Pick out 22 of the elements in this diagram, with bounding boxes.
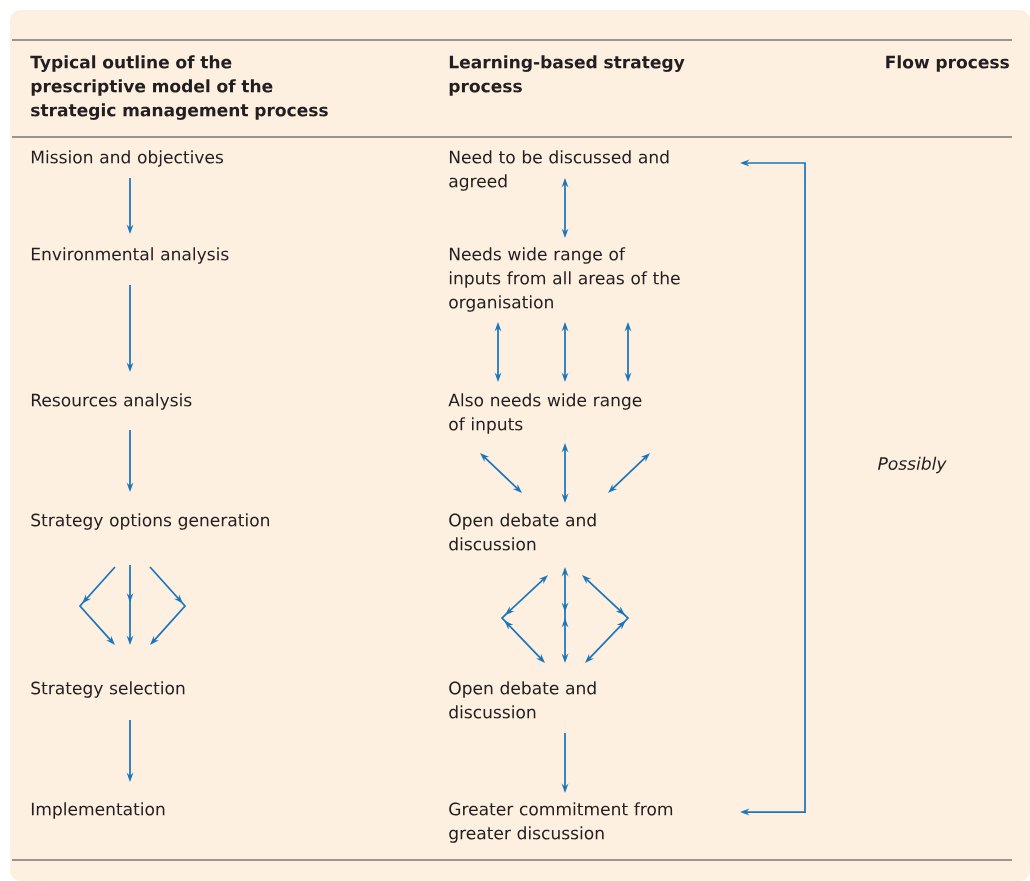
step-text: Mission and objectives [31, 150, 223, 167]
step-text: Needs wide range of inputs from all areas of the organisation [449, 247, 680, 312]
step-text: Implementation [31, 802, 165, 819]
step-text: Open debate and discussion [449, 513, 596, 551]
step-text: Open debate and discussion [449, 681, 596, 719]
double-arrow [582, 575, 630, 663]
column-heading: Flow process [886, 55, 1009, 72]
arrow [149, 566, 187, 645]
step-text: Need to be discussed and agreed [449, 150, 669, 191]
step-text: Also needs wide range of inputs [448, 393, 642, 434]
step-text: Strategy selection [31, 681, 185, 698]
column-heading: Typical outline of the prescriptive model of the strategic management process [30, 55, 328, 120]
column-heading: Learning-based strategy process [449, 55, 685, 96]
double-arrow [480, 453, 522, 493]
double-arrow [608, 453, 650, 493]
arrow [78, 566, 116, 645]
step-text: Greater commitment from greater discussion [449, 802, 673, 843]
double-arrow [500, 575, 548, 663]
edge-label: Possibly [876, 455, 948, 475]
step-text: Strategy options generation [31, 513, 269, 530]
step-text: Environmental analysis [31, 247, 229, 264]
step-text: Resources analysis [31, 393, 192, 410]
